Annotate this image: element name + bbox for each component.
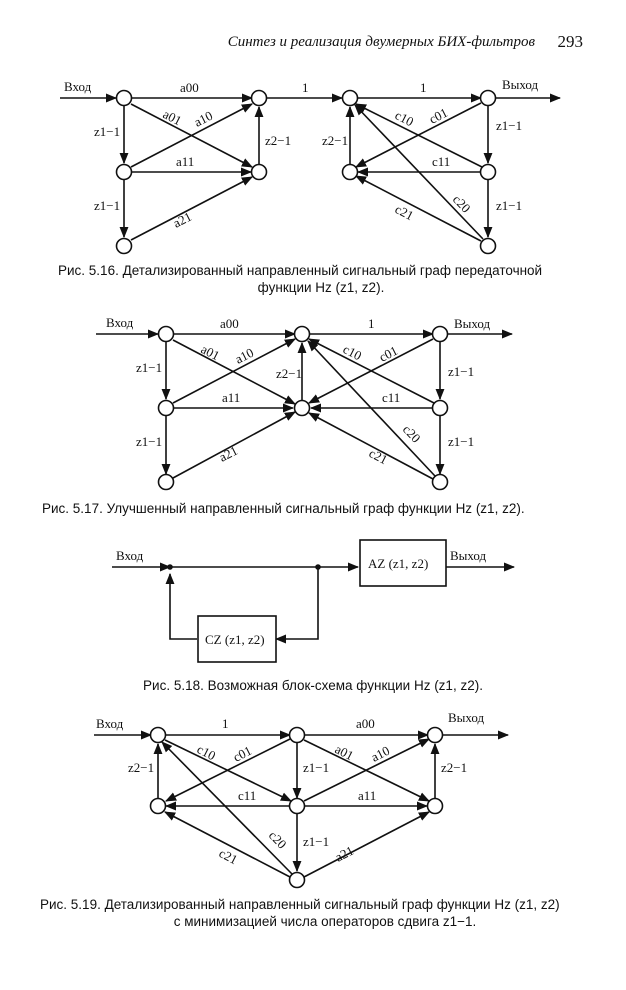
node: [293, 325, 311, 343]
delay-label: z1−1: [94, 124, 120, 139]
node: [157, 399, 175, 417]
gain-label: 1: [302, 80, 309, 95]
figure-5-17: Вход Выход a00 1 a01 a10 a11 a21 z1−1 z1…: [96, 315, 514, 491]
block-A-label: AZ (z1, z2): [368, 556, 428, 571]
gain-label: a00: [356, 716, 375, 731]
page-header: Синтез и реализация двумерных БИХ-фильтр…: [0, 30, 605, 54]
node: [288, 726, 306, 744]
node: [157, 473, 175, 491]
caption-line: функции Hz (z1, z2).: [257, 280, 385, 295]
caption-5-19: Рис. 5.19. Детализированный направленный…: [40, 896, 610, 930]
gain-label: a11: [176, 154, 194, 169]
gain-label: c11: [432, 154, 450, 169]
gain-label: a11: [358, 788, 376, 803]
delay-label: z2−1: [128, 760, 154, 775]
caption-5-17: Рис. 5.17. Улучшенный направленный сигна…: [42, 500, 612, 517]
node: [341, 163, 359, 181]
junction-dot: [167, 564, 173, 570]
running-head: Синтез и реализация двумерных БИХ-фильтр…: [227, 34, 535, 50]
node: [293, 399, 311, 417]
delay-label: z2−1: [441, 760, 467, 775]
node-out: [426, 726, 444, 744]
delay-label: z1−1: [303, 760, 329, 775]
delay-label: z1−1: [94, 198, 120, 213]
delay-label: z1−1: [496, 198, 522, 213]
node: [431, 473, 449, 491]
page-number: 293: [557, 32, 584, 51]
node: [115, 237, 133, 255]
gain-label: a11: [222, 390, 240, 405]
gain-label: c11: [238, 788, 256, 803]
block-A: [359, 539, 447, 587]
delay-label: z1−1: [303, 834, 329, 849]
delay-label: z1−1: [136, 434, 162, 449]
output-label: Выход: [454, 316, 491, 331]
node-in: [157, 325, 175, 343]
node: [479, 163, 497, 181]
delay-label: z1−1: [448, 364, 474, 379]
delay-label: z1−1: [136, 360, 162, 375]
block-C-label: CZ (z1, z2): [205, 632, 265, 647]
input-label: Вход: [96, 716, 124, 731]
caption-line: Рис. 5.17. Улучшенный направленный сигна…: [42, 501, 525, 516]
figure-5-19: Вход Выход 1 a00 z2−1 z1−1 z1−1 z2−1 c10…: [94, 710, 510, 889]
node-in: [115, 89, 133, 107]
caption-line: Рис. 5.16. Детализированный направленный…: [58, 263, 543, 278]
output-label: Выход: [448, 710, 485, 725]
node: [149, 797, 167, 815]
caption-line: Рис. 5.18. Возможная блок-схема функции …: [143, 678, 483, 693]
block-C: [197, 615, 277, 663]
node: [250, 163, 268, 181]
gain-label: a21: [333, 843, 357, 865]
gain-label: a00: [180, 80, 199, 95]
node: [426, 797, 444, 815]
delay-label: z1−1: [496, 118, 522, 133]
gain-label: 1: [368, 316, 375, 331]
node: [431, 399, 449, 417]
input-label: Вход: [106, 315, 134, 330]
gain-label: a01: [333, 741, 357, 763]
node: [115, 163, 133, 181]
figure-5-18: Вход Выход AZ (z1, z2) CZ (z1, z2): [112, 539, 516, 663]
gain-label: c10: [195, 741, 219, 763]
caption-line: с минимизацией числа операторов сдвига z…: [173, 914, 477, 929]
caption-line: Рис. 5.19. Детализированный направленный…: [40, 897, 560, 912]
node: [479, 237, 497, 255]
node-out: [431, 325, 449, 343]
gain-label: 1: [420, 80, 427, 95]
gain-label: c20: [266, 828, 290, 852]
node: [288, 871, 306, 889]
gain-label: 1: [222, 716, 229, 731]
junction-dot: [315, 564, 321, 570]
input-label: Вход: [64, 79, 92, 94]
output-label: Выход: [450, 548, 487, 563]
gain-label: c11: [382, 390, 400, 405]
caption-5-16: Рис. 5.16. Детализированный направленный…: [58, 262, 584, 296]
node-out: [479, 89, 497, 107]
delay-label: z2−1: [322, 133, 348, 148]
node: [288, 797, 306, 815]
node: [341, 89, 359, 107]
figure-5-16: Вход Выход a00 1 1 a01 a10 a11 a21 z1−1 …: [60, 77, 562, 255]
caption-5-18: Рис. 5.18. Возможная блок-схема функции …: [0, 677, 626, 694]
output-label: Выход: [502, 77, 539, 92]
node: [250, 89, 268, 107]
delay-label: z2−1: [276, 366, 302, 381]
delay-label: z2−1: [265, 133, 291, 148]
node-in: [149, 726, 167, 744]
delay-label: z1−1: [448, 434, 474, 449]
gain-label: a10: [369, 743, 393, 765]
input-label: Вход: [116, 548, 144, 563]
gain-label: a00: [220, 316, 239, 331]
gain-label: c01: [231, 743, 255, 765]
